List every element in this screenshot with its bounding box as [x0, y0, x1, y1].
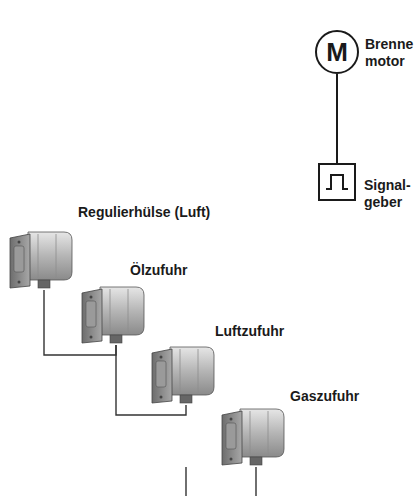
servo-motor: Luftzufuhr	[150, 343, 216, 405]
servo-motor-illustration	[150, 343, 216, 405]
wire	[255, 467, 256, 496]
component-label: Ölzufuhr	[130, 262, 188, 279]
servo-motor: Gaszufuhr	[220, 405, 286, 467]
component-label: Regulierhülse (Luft)	[78, 204, 210, 221]
motor-circle: MBrenne motor	[315, 30, 359, 74]
wire	[185, 467, 186, 496]
servo-motor-illustration	[80, 283, 146, 345]
servo-motor: Ölzufuhr	[80, 283, 146, 345]
servo-motor-illustration	[8, 228, 74, 290]
signal-box: Signal- geber	[318, 163, 356, 201]
component-label: Brenne motor	[365, 36, 419, 70]
component-label: Luftzufuhr	[215, 323, 284, 340]
component-label: Signal- geber	[364, 177, 420, 211]
pulse-symbol	[320, 165, 354, 199]
servo-motor: Regulierhülse (Luft)	[8, 228, 74, 290]
motor-symbol-letter: M	[326, 38, 348, 66]
connector-line	[336, 74, 338, 163]
servo-motor-illustration	[220, 405, 286, 467]
component-label: Gaszufuhr	[290, 388, 359, 405]
